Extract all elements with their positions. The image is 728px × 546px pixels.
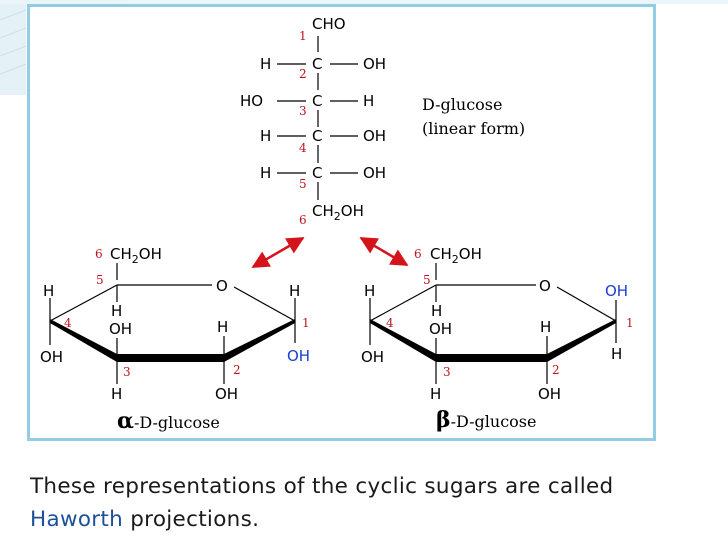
slide-caption: These representations of the cyclic suga… <box>30 470 710 536</box>
beta-c3-down: H <box>430 385 441 403</box>
linear-bottom-group: CH2OH <box>312 202 364 223</box>
beta-num-2: 2 <box>552 363 560 377</box>
diagram-panel: CHO H C OH HO C H H C OH H C OH CH2OH 1 … <box>27 4 656 441</box>
linear-num-3: 3 <box>299 104 307 118</box>
alpha-c1-up: H <box>289 282 300 300</box>
beta-c2-up: H <box>540 318 551 336</box>
caption-text-2: projections. <box>123 507 260 532</box>
beta-num-3: 3 <box>443 365 451 379</box>
linear-num-2: 2 <box>299 67 307 81</box>
beta-glucose: O CH2OH H H OH OH H H OH OH H 1 2 3 4 5 … <box>361 245 634 433</box>
linear-num-6: 6 <box>299 213 307 227</box>
alpha-num-3: 3 <box>123 365 131 379</box>
alpha-c1-down-oh: OH <box>287 347 310 365</box>
beta-num-6: 6 <box>414 247 422 261</box>
linear-num-5: 5 <box>299 177 307 191</box>
linear-top-group: CHO <box>312 15 346 33</box>
linear-c5-center: C <box>312 164 322 182</box>
alpha-label: α-D-glucose <box>117 408 220 434</box>
linear-c4-right: OH <box>363 127 386 145</box>
alpha-c4-down: OH <box>40 348 63 366</box>
beta-label: β-D-glucose <box>436 407 536 433</box>
glucose-diagram: CHO H C OH HO C H H C OH H C OH CH2OH 1 … <box>40 15 634 434</box>
alpha-num-6: 6 <box>95 247 103 261</box>
linear-c4-center: C <box>312 127 322 145</box>
linear-glucose: CHO H C OH HO C H H C OH H C OH CH2OH 1 … <box>240 15 525 227</box>
linear-c2-center: C <box>312 55 322 73</box>
alpha-c2-up: H <box>217 318 228 336</box>
caption-highlight: Haworth <box>30 507 124 532</box>
alpha-c3-down: H <box>111 385 122 403</box>
linear-c5-left: H <box>260 164 271 182</box>
beta-c2-down: OH <box>538 385 561 403</box>
alpha-glucose: O CH2OH H H OH OH H H OH H OH 1 2 3 4 5 … <box>40 245 310 434</box>
equilibrium-arrow-left <box>251 236 305 269</box>
alpha-c3-oh: OH <box>109 320 132 338</box>
alpha-c5-h: H <box>111 302 122 320</box>
linear-c2-right: OH <box>363 55 386 73</box>
alpha-num-1: 1 <box>302 316 310 330</box>
beta-num-5: 5 <box>423 273 431 287</box>
beta-ring-oxygen: O <box>539 277 551 295</box>
beta-num-1: 1 <box>626 316 634 330</box>
beta-num-4: 4 <box>386 316 394 330</box>
linear-label-line1: D-glucose <box>422 95 502 114</box>
equilibrium-arrow-right <box>359 236 409 267</box>
alpha-num-5: 5 <box>96 273 104 287</box>
linear-c5-right: OH <box>363 164 386 182</box>
corner-decoration <box>0 0 728 95</box>
alpha-ring-oxygen: O <box>216 277 228 295</box>
linear-c3-right: H <box>363 92 374 110</box>
alpha-num-4: 4 <box>64 316 72 330</box>
beta-c1-down: H <box>611 345 622 363</box>
linear-c3-left: HO <box>240 92 263 110</box>
beta-c4-up: H <box>364 282 375 300</box>
linear-num-4: 4 <box>299 141 307 155</box>
beta-c6-group: CH2OH <box>430 245 482 266</box>
linear-num-1: 1 <box>299 29 307 43</box>
alpha-num-2: 2 <box>233 363 241 377</box>
linear-c3-center: C <box>312 92 322 110</box>
linear-c2-left: H <box>260 55 271 73</box>
linear-c4-left: H <box>260 127 271 145</box>
linear-label-line2: (linear form) <box>422 119 525 138</box>
alpha-c2-down: OH <box>215 385 238 403</box>
beta-c3-oh: OH <box>429 320 452 338</box>
beta-c4-down: OH <box>361 348 384 366</box>
beta-c1-up-oh: OH <box>605 282 628 300</box>
alpha-c4-up: H <box>43 282 54 300</box>
caption-text-1: These representations of the cyclic suga… <box>30 474 614 499</box>
beta-c5-h: H <box>431 302 442 320</box>
alpha-c6-group: CH2OH <box>110 245 162 266</box>
